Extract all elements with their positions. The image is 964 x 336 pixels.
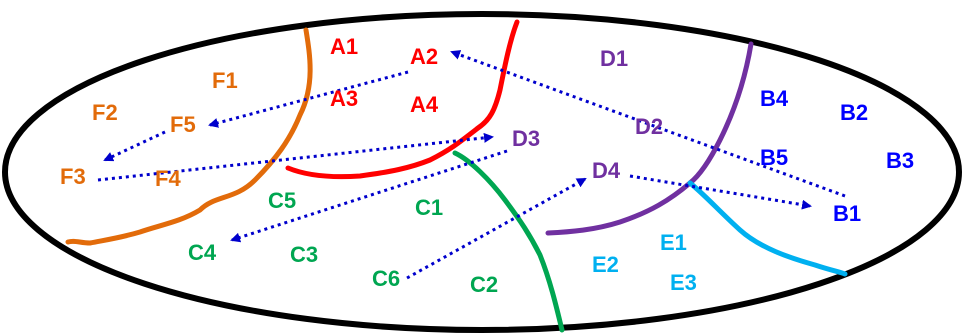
arrow-d4-to-b1 <box>629 174 812 210</box>
label-b5: B5 <box>760 145 788 170</box>
orange-boundary <box>65 27 313 246</box>
label-c2: C2 <box>470 272 498 297</box>
label-a1: A1 <box>330 34 358 59</box>
label-a3: A3 <box>330 86 358 111</box>
label-b3: B3 <box>886 148 914 173</box>
label-f4: F4 <box>155 166 181 191</box>
arrow-f5-to-f3 <box>103 130 166 162</box>
red-boundary <box>285 19 520 180</box>
arrow-a2-to-f5 <box>208 70 409 128</box>
label-e2: E2 <box>592 252 619 277</box>
label-a4: A4 <box>410 92 439 117</box>
cyan-boundary <box>687 180 848 277</box>
label-c3: C3 <box>290 242 318 267</box>
label-c4: C4 <box>188 240 217 265</box>
label-f5: F5 <box>170 112 196 137</box>
arrow-d3-to-c4 <box>230 149 508 243</box>
label-d3: D3 <box>512 126 540 151</box>
label-c1: C1 <box>415 195 443 220</box>
label-e3: E3 <box>670 270 697 295</box>
arrow-c6-to-d4 <box>406 177 587 280</box>
label-a2: A2 <box>410 44 438 69</box>
label-c5: C5 <box>268 188 296 213</box>
outer-ellipse <box>2 11 962 333</box>
label-d1: D1 <box>600 46 628 71</box>
label-b4: B4 <box>760 86 789 111</box>
label-f1: F1 <box>212 68 238 93</box>
green-boundary <box>452 150 565 333</box>
label-d4: D4 <box>592 158 621 183</box>
label-b2: B2 <box>840 100 868 125</box>
label-b1: B1 <box>833 201 861 226</box>
label-c6: C6 <box>372 266 400 291</box>
label-e1: E1 <box>660 230 687 255</box>
label-f3: F3 <box>60 164 86 189</box>
label-d2: D2 <box>635 114 663 139</box>
label-f2: F2 <box>92 100 118 125</box>
arrow-f3-to-d3 <box>97 132 494 182</box>
